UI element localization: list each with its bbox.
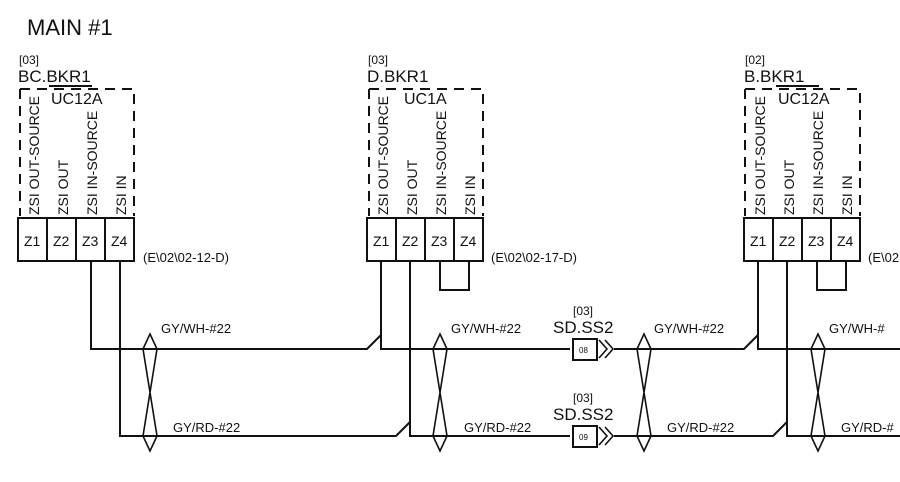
function-label: ZSI OUT bbox=[781, 159, 797, 215]
function-label: ZSI IN-SOURCE bbox=[84, 111, 100, 215]
twisted-pair-icon bbox=[810, 332, 826, 453]
function-label: ZSI IN bbox=[839, 175, 855, 215]
connector-pin-box bbox=[572, 338, 598, 361]
terminal-z4[interactable] bbox=[830, 217, 861, 262]
breaker-ref: [03] bbox=[19, 53, 39, 67]
wire-segment bbox=[119, 261, 411, 437]
wire-segment bbox=[786, 261, 900, 437]
wire-label: GY/RD-#22 bbox=[667, 420, 734, 435]
function-label: ZSI IN-SOURCE bbox=[810, 111, 826, 215]
terminal-label: Z2 bbox=[53, 233, 70, 249]
wire-gy-wh[interactable] bbox=[90, 261, 900, 350]
function-label: ZSI OUT bbox=[404, 159, 420, 215]
drawing-reference: (E\02\02-12-D) bbox=[143, 250, 229, 265]
terminal-z3[interactable] bbox=[75, 217, 106, 262]
function-label: ZSI OUT-SOURCE bbox=[752, 96, 768, 215]
terminal-label: Z4 bbox=[111, 233, 128, 249]
function-label: ZSI OUT-SOURCE bbox=[375, 96, 391, 215]
connector-sd-ss2-08[interactable]: [03] SD.SS2 08 bbox=[553, 304, 615, 361]
diagram-title: MAIN #1 bbox=[27, 15, 113, 40]
wire-segment bbox=[614, 421, 788, 437]
breaker-ref: [03] bbox=[368, 53, 388, 67]
wire-gy-rd[interactable] bbox=[119, 261, 900, 437]
terminal-label: Z3 bbox=[82, 233, 99, 249]
terminal-label: Z4 bbox=[460, 233, 477, 249]
function-label: ZSI OUT-SOURCE bbox=[26, 96, 42, 215]
wire-segment bbox=[90, 261, 382, 350]
function-label: ZSI OUT bbox=[55, 159, 71, 215]
wire-label: GY/RD-#22 bbox=[464, 420, 531, 435]
connector-arrow-icon bbox=[598, 426, 615, 446]
terminal-z4[interactable] bbox=[453, 217, 484, 262]
wire-segment bbox=[757, 261, 900, 350]
drawing-reference: (E\02 bbox=[868, 250, 899, 265]
connector-ref: [03] bbox=[573, 304, 593, 318]
function-label: ZSI IN-SOURCE bbox=[433, 111, 449, 215]
connector-name: SD.SS2 bbox=[553, 405, 613, 424]
connector-arrow-icon bbox=[598, 339, 615, 359]
terminal-label: Z2 bbox=[402, 233, 419, 249]
breaker-d-bkr1[interactable]: [03] D.BKR1 UC1A ZSI OUT-SOURCE ZSI OUT … bbox=[366, 53, 577, 291]
function-label: ZSI IN bbox=[113, 175, 129, 215]
wire-segment bbox=[614, 334, 759, 350]
connector-pin-box bbox=[572, 425, 598, 448]
z3-z4-jumper bbox=[439, 261, 470, 291]
breaker-dashed-boundary bbox=[19, 88, 135, 216]
terminal-label: Z4 bbox=[837, 233, 854, 249]
breaker-dashed-boundary bbox=[744, 88, 861, 216]
wire-label: GY/WH-#22 bbox=[451, 321, 521, 336]
twisted-pair-icon bbox=[142, 332, 158, 453]
terminal-label: Z3 bbox=[431, 233, 448, 249]
breaker-name: BC.BKR1 bbox=[18, 67, 91, 86]
drawing-reference: (E\02\02-17-D) bbox=[491, 250, 577, 265]
twisted-pair-icon bbox=[432, 332, 448, 453]
breaker-unit: UC1A bbox=[404, 91, 447, 108]
wire-segment bbox=[380, 261, 570, 350]
connector-name: SD.SS2 bbox=[553, 318, 613, 337]
terminal-label: Z2 bbox=[779, 233, 796, 249]
wire-label: GY/RD-# bbox=[841, 420, 895, 435]
wire-label: GY/WH-# bbox=[829, 321, 885, 336]
breaker-bc-bkr1[interactable]: [03] BC.BKR1 UC12A ZSI OUT-SOURCE ZSI OU… bbox=[17, 53, 229, 265]
wire-label: GY/WH-#22 bbox=[161, 321, 231, 336]
breaker-dashed-boundary bbox=[368, 88, 484, 216]
terminal-label: Z3 bbox=[808, 233, 825, 249]
twisted-pair-icon bbox=[636, 332, 652, 453]
connector-sd-ss2-09[interactable]: [03] SD.SS2 09 bbox=[553, 391, 615, 448]
breaker-unit: UC12A bbox=[51, 91, 103, 108]
wire-label: GY/WH-#22 bbox=[654, 321, 724, 336]
wire-segment bbox=[409, 261, 570, 437]
breaker-ref: [02] bbox=[745, 53, 765, 67]
connector-pin: 08 bbox=[579, 346, 588, 355]
breaker-unit: UC12A bbox=[778, 91, 830, 108]
wire-label: GY/RD-#22 bbox=[173, 420, 240, 435]
z3-z4-jumper bbox=[816, 261, 847, 291]
connector-ref: [03] bbox=[573, 391, 593, 405]
connector-pin: 09 bbox=[579, 433, 588, 442]
terminal-label: Z1 bbox=[24, 233, 41, 249]
terminal-label: Z1 bbox=[750, 233, 767, 249]
breaker-name: B.BKR1 bbox=[744, 67, 804, 86]
breaker-b-bkr1[interactable]: [02] B.BKR1 UC12A ZSI OUT-SOURCE ZSI OUT… bbox=[743, 53, 899, 291]
breaker-name: D.BKR1 bbox=[367, 67, 428, 86]
terminal-label: Z1 bbox=[373, 233, 390, 249]
terminal-z4[interactable] bbox=[104, 217, 135, 262]
function-label: ZSI IN bbox=[462, 175, 478, 215]
